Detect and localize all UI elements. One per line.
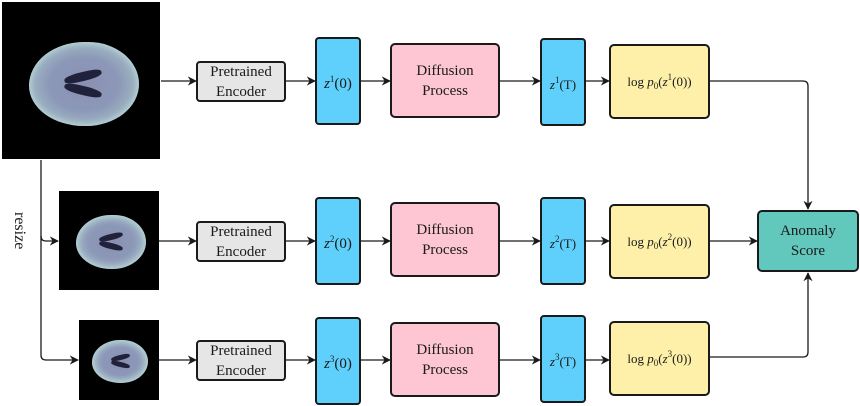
latent-var: z xyxy=(549,235,555,251)
latent-scale-index: 3 xyxy=(667,349,673,359)
diffusion-label-line2: Process xyxy=(422,82,468,99)
latent-var: z xyxy=(662,234,668,249)
pretrained-encoder-node: Pretrained Encoder xyxy=(196,61,286,102)
logp-arg: (0)) xyxy=(672,74,692,89)
latent-scale-index: 1 xyxy=(329,73,335,84)
density-symbol: p xyxy=(647,234,654,249)
arrow-logp3-to-score xyxy=(710,272,813,358)
latent-scale-index: 2 xyxy=(329,233,335,244)
latent-var: z xyxy=(549,353,555,369)
encoder-label-line2: Encoder xyxy=(216,243,266,260)
latent-var: z xyxy=(662,74,668,89)
pretrained-encoder-node: Pretrained Encoder xyxy=(196,221,286,262)
pretrained-encoder-node: Pretrained Encoder xyxy=(196,340,286,381)
latent-var: z xyxy=(324,355,330,372)
anomaly-score-label-line1: Anomaly xyxy=(780,223,836,239)
encoder-label-line1: Pretrained xyxy=(210,342,272,359)
latent-scale-index: 2 xyxy=(554,233,560,244)
log-likelihood-node: log p0(z2(0)) xyxy=(609,204,710,279)
latent-final-node: z3(T) xyxy=(540,315,586,403)
latent-scale-index: 1 xyxy=(667,72,673,82)
latent-initial-node: z1(0) xyxy=(315,37,361,125)
arrow-logp1-to-score xyxy=(710,80,813,210)
encoder-label-line2: Encoder xyxy=(216,362,266,379)
log-prefix: log xyxy=(627,351,644,366)
arrow-resize-to-image2 xyxy=(40,160,59,246)
log-likelihood-node: log p0(z3(0)) xyxy=(609,321,710,396)
log-likelihood-node: log p0(z1(0)) xyxy=(609,44,710,119)
latent-arg: (0) xyxy=(334,355,352,372)
diffusion-label-line1: Diffusion xyxy=(416,341,474,358)
diffusion-label-line2: Process xyxy=(422,361,468,378)
brain-slice xyxy=(29,42,139,126)
resize-label: resize xyxy=(11,212,28,250)
latent-var: z xyxy=(324,235,330,252)
anomaly-score-label-line2: Score xyxy=(790,243,826,259)
latent-var: z xyxy=(662,351,668,366)
encoder-label-line1: Pretrained xyxy=(210,63,272,80)
latent-scale-index: 3 xyxy=(329,353,335,364)
latent-var: z xyxy=(324,75,330,92)
density-symbol: p xyxy=(647,74,654,89)
logp-arg: (0)) xyxy=(672,234,692,249)
latent-scale-index: 3 xyxy=(554,351,560,362)
diffusion-label-line2: Process xyxy=(422,241,468,258)
latent-scale-index: 2 xyxy=(667,232,673,242)
density-subscript: 0 xyxy=(653,241,659,251)
diffusion-process-node: Diffusion Process xyxy=(390,322,500,397)
latent-scale-index: 1 xyxy=(554,74,560,85)
mri-image-scale-3 xyxy=(79,320,159,400)
latent-final-node: z1(T) xyxy=(540,38,586,126)
encoder-label-line2: Encoder xyxy=(216,83,266,100)
diffusion-process-node: Diffusion Process xyxy=(390,43,500,118)
latent-arg: (0) xyxy=(334,235,352,252)
log-prefix: log xyxy=(627,234,644,249)
arrow-resize-to-image3 xyxy=(40,236,79,365)
latent-initial-node: z2(0) xyxy=(315,197,361,285)
anomaly-score-node: Anomaly Score xyxy=(757,210,859,272)
logp-arg: (0)) xyxy=(672,351,692,366)
density-subscript: 0 xyxy=(653,358,659,368)
diffusion-label-line1: Diffusion xyxy=(416,221,474,238)
latent-arg: (T) xyxy=(559,353,577,369)
latent-final-node: z2(T) xyxy=(540,197,586,285)
log-prefix: log xyxy=(627,74,644,89)
mri-image-scale-2 xyxy=(59,191,159,290)
encoder-label-line1: Pretrained xyxy=(210,223,272,240)
latent-arg: (0) xyxy=(334,75,352,92)
latent-var: z xyxy=(549,76,555,92)
density-subscript: 0 xyxy=(653,81,659,91)
diffusion-process-node: Diffusion Process xyxy=(390,202,500,277)
latent-initial-node: z3(0) xyxy=(315,317,361,405)
latent-arg: (T) xyxy=(559,76,577,92)
diffusion-label-line1: Diffusion xyxy=(416,62,474,79)
mri-image-scale-1 xyxy=(2,2,160,159)
density-symbol: p xyxy=(647,351,654,366)
latent-arg: (T) xyxy=(559,235,577,251)
